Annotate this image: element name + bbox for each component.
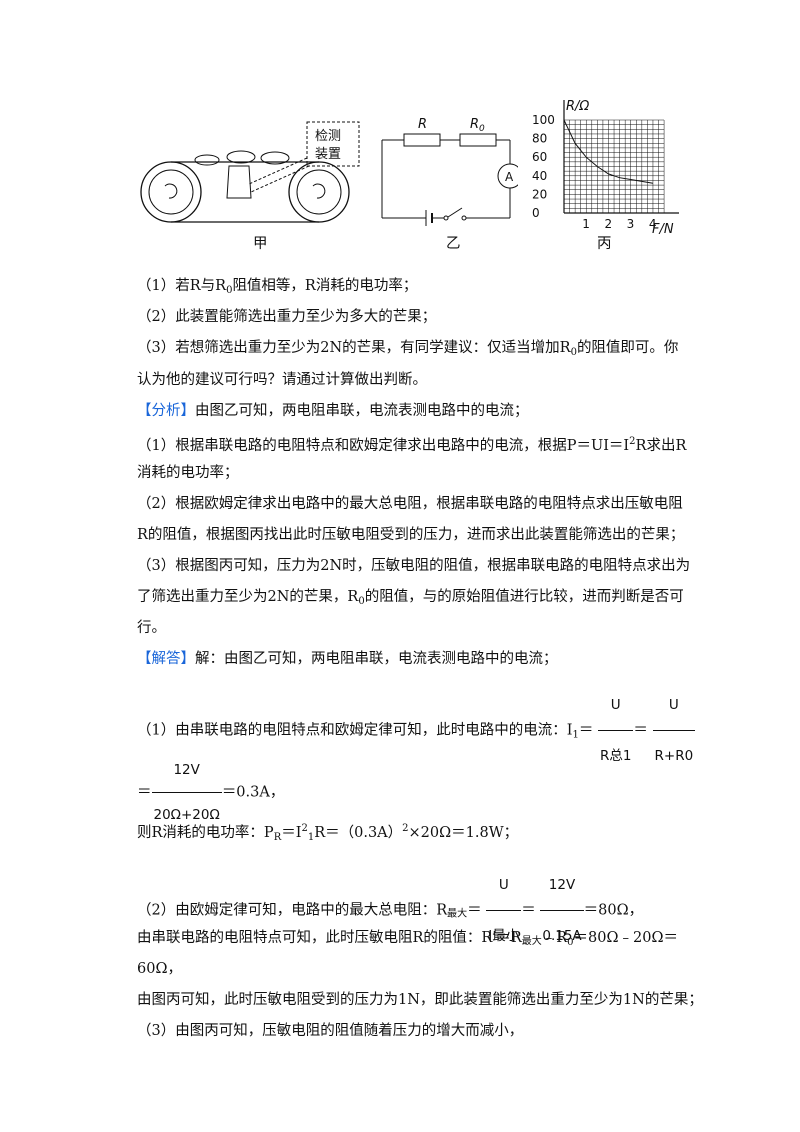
question-2: （2）此装置能筛选出重力至少为多大的芒果； <box>137 309 437 325</box>
x-tick-label: 2 <box>604 217 612 231</box>
answer-intro: 【解答】解：由图乙可知，两电阻串联，电流表测电路中的电流； <box>137 651 558 667</box>
detector-label-1: 检测 <box>315 129 341 144</box>
label-r: R <box>418 117 427 132</box>
analysis-1-line-1: （1）根据串联电路的电阻特点和欧姆定律求出电路中的电流，根据P＝UI＝I2R求出… <box>137 436 687 454</box>
resistor-r0 <box>459 133 497 147</box>
y-tick-label: 80 <box>532 132 547 146</box>
analysis-3-line-2: 了筛选出重力至少为2N的芒果，R0的阻值，与的原始阻值进行比较，进而判断是否可 <box>137 589 684 607</box>
answer-2-r-value-line-1: 由串联电路的电阻特点可知，此时压敏电阻R的阻值：R'＝R最大﹣R0＝80Ω﹣20… <box>137 930 678 948</box>
answer-3: （3）由图丙可知，压敏电阻的阻值随着压力的增大而减小， <box>137 1023 524 1039</box>
caption-jia: 甲 <box>253 236 268 252</box>
analysis-tag: 【分析】 <box>137 403 195 419</box>
y-tick-label: 40 <box>532 169 547 183</box>
ammeter-label: A <box>505 170 514 184</box>
question-3-line-2: 认为他的建议可行吗？请通过计算做出判断。 <box>137 372 427 388</box>
y-axis-label: R/Ω <box>566 99 589 114</box>
analysis-3-line-1: （3）根据图丙可知，压力为2N时，压敏电阻的阻值，根据串联电路的电阻特点求出为 <box>137 558 691 574</box>
series-line <box>563 119 653 184</box>
answer-1-power: 则R消耗的电功率：PR＝I21R＝（0.3A）2×20Ω＝1.8W； <box>137 823 519 843</box>
analysis-2-line-2: R的阻值，根据图丙找出此时压敏电阻受到的压力，进而求出此装置能筛选出的芒果； <box>137 527 685 543</box>
answer-2-r-value-line-2: 60Ω， <box>137 961 182 977</box>
analysis-2-line-1: （2）根据欧姆定律求出电路中的最大总电阻，根据串联电路的电阻特点求出压敏电阻 <box>137 496 683 512</box>
caption-yi: 乙 <box>446 236 461 252</box>
x-tick-label: 4 <box>649 217 657 231</box>
figure-yi: R R0 A <box>381 117 518 226</box>
analysis-3-line-3: 行。 <box>137 620 166 636</box>
detector-label-2: 装置 <box>315 147 341 162</box>
label-r0: R0 <box>470 117 485 134</box>
x-axis-label: F/N <box>652 222 674 237</box>
question-1: （1）若R与R0阻值相等，R消耗的电功率； <box>137 278 418 296</box>
caption-bing: 丙 <box>597 236 612 252</box>
resistor-r <box>403 133 441 147</box>
answer-2-force: 由图丙可知，此时压敏电阻受到的压力为1N，即此装置能筛选出重力至少为1N的芒果； <box>137 992 703 1008</box>
figure-jia: 检测 装置 <box>140 121 360 223</box>
analysis-intro: 【分析】由图乙可知，两电阻串联，电流表测电路中的电流； <box>137 403 529 419</box>
y-tick-label: 100 <box>532 113 555 127</box>
y-tick-label: 0 <box>532 206 540 220</box>
x-tick-label: 3 <box>627 217 635 231</box>
y-tick-label: 20 <box>532 187 547 201</box>
question-3-line-1: （3）若想筛选出重力至少为2N的芒果，有同学建议：仅适当增加R0的阻值即可。你 <box>137 340 679 358</box>
y-tick-label: 60 <box>532 150 547 164</box>
analysis-1-line-2: 消耗的电功率； <box>137 465 239 481</box>
answer-tag: 【解答】 <box>137 651 195 667</box>
x-tick-label: 1 <box>582 217 590 231</box>
